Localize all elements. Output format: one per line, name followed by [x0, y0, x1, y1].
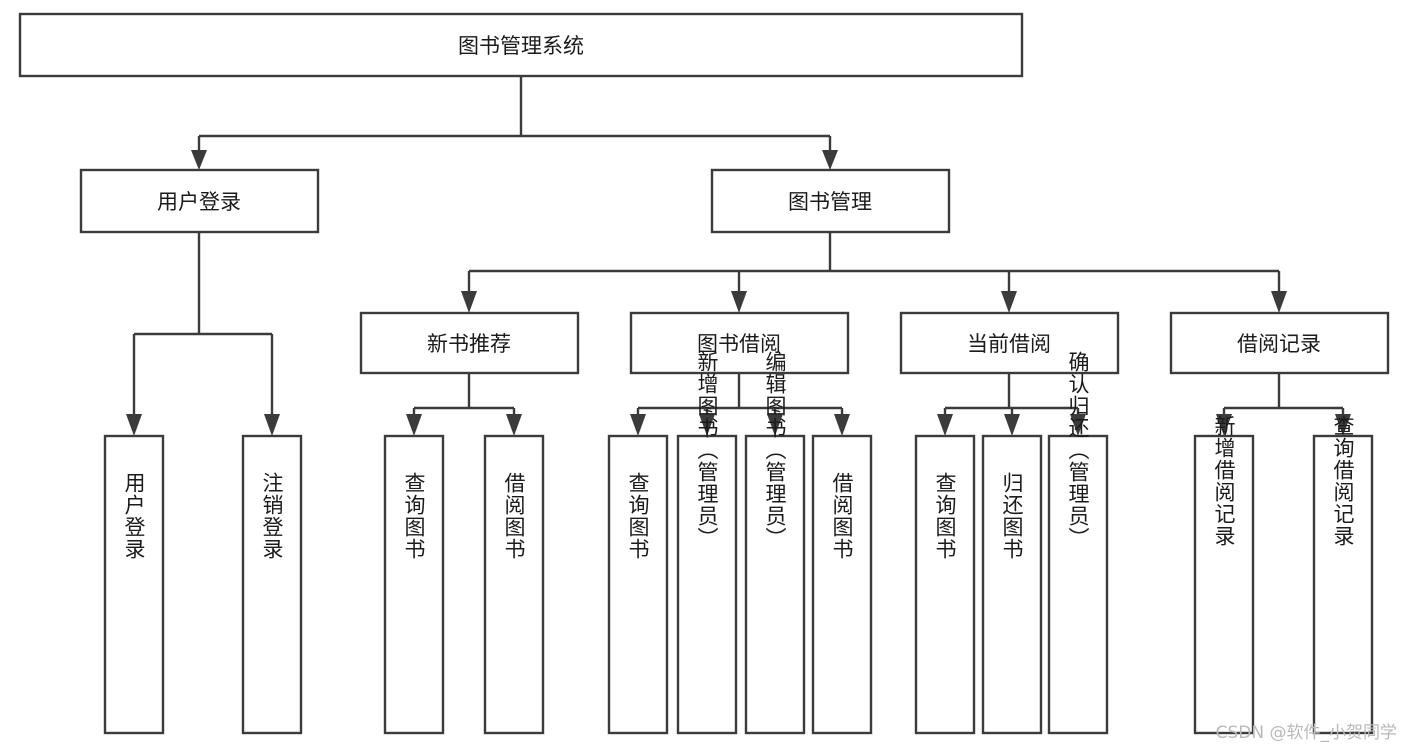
leaf-query-book-2-box[interactable] — [607, 434, 669, 735]
node-book-manage-box[interactable] — [710, 168, 951, 234]
leaf-query-book-3[interactable]: 查询图书 — [914, 434, 976, 735]
arrowhead-leaf-edit-book — [767, 414, 783, 436]
leaf-add-borrow-record-box[interactable] — [1193, 434, 1255, 735]
arrowhead-leaf-query-record — [1335, 414, 1351, 436]
csdn-watermark: CSDN @软件_小贺同学 — [1215, 723, 1397, 743]
leaf-edit-book[interactable]: 编辑图书（管理员） — [744, 351, 806, 735]
leaf-edit-book-box[interactable] — [744, 434, 806, 735]
leaf-query-book-1[interactable]: 查询图书 — [383, 434, 445, 735]
leaf-user-login[interactable]: 用户登录 — [103, 434, 165, 735]
leaf-query-book-2[interactable]: 查询图书 — [607, 434, 669, 735]
leaf-confirm-return-label: 确认归还（管理员） — [1066, 351, 1090, 549]
arrowhead-leaf-query-book-2 — [630, 414, 646, 436]
node-new-book-recommendation[interactable]: 新书推荐 — [359, 311, 580, 375]
leaf-return-book-label: 归还图书 — [1000, 472, 1024, 560]
node-borrow-record-box[interactable] — [1169, 311, 1390, 375]
leaf-query-borrow-record-label: 查询借阅记录 — [1331, 415, 1355, 547]
node-book-manage[interactable]: 图书管理 — [710, 168, 951, 234]
arrowhead-book-manage — [822, 150, 838, 170]
node-new-book-recommendation-label: 新书推荐 — [427, 332, 511, 356]
node-current-borrow-label: 当前借阅 — [967, 332, 1051, 356]
leaf-confirm-return[interactable]: 确认归还（管理员） — [1047, 351, 1109, 735]
leaf-return-book-box[interactable] — [981, 434, 1043, 735]
leaf-confirm-return-box[interactable] — [1047, 434, 1109, 735]
arrowhead-current-borrow — [1001, 291, 1017, 313]
node-current-borrow[interactable]: 当前借阅 — [899, 311, 1120, 375]
arrowhead-leaf-query-book-1 — [406, 414, 422, 436]
leaf-user-login-box[interactable] — [103, 434, 165, 735]
leaf-query-book-3-label: 查询图书 — [933, 472, 957, 560]
leaf-add-borrow-record-label: 新增借阅记录 — [1212, 415, 1236, 547]
node-borrow-record[interactable]: 借阅记录 — [1169, 311, 1390, 375]
arrowhead-leaf-query-book-3 — [937, 414, 953, 436]
leaf-borrow-book-1[interactable]: 借阅图书 — [483, 434, 545, 735]
arrowhead-leaf-add-book — [699, 414, 715, 436]
arrowhead-user-login — [191, 150, 207, 170]
leaf-query-book-3-box[interactable] — [914, 434, 976, 735]
node-root-box[interactable] — [18, 12, 1024, 78]
node-user-login-box[interactable] — [79, 168, 320, 234]
arrowhead-leaf-borrow-book-1 — [506, 414, 522, 436]
leaf-borrow-book-2-box[interactable] — [811, 434, 873, 735]
node-user-login-label: 用户登录 — [157, 190, 241, 214]
leaf-edit-book-label: 编辑图书（管理员） — [763, 351, 787, 549]
leaf-borrow-book-1-box[interactable] — [483, 434, 545, 735]
node-book-borrow-box[interactable] — [629, 311, 850, 375]
leaf-borrow-book-1-label: 借阅图书 — [502, 472, 526, 560]
node-borrow-record-label: 借阅记录 — [1237, 332, 1321, 356]
leaf-add-book[interactable]: 新增图书（管理员） — [676, 351, 738, 735]
leaf-borrow-book-2[interactable]: 借阅图书 — [811, 434, 873, 735]
node-root[interactable]: 图书管理系统 — [18, 12, 1024, 78]
node-current-borrow-box[interactable] — [899, 311, 1120, 375]
arrowhead-leaf-user-logout — [264, 414, 280, 436]
arrowhead-leaf-user-login — [126, 414, 142, 436]
arrowhead-book-borrow — [731, 291, 747, 313]
node-root-label: 图书管理系统 — [458, 34, 584, 58]
leaf-user-logout-box[interactable] — [241, 434, 303, 735]
node-book-borrow[interactable]: 图书借阅 — [629, 311, 850, 375]
node-book-borrow-label: 图书借阅 — [697, 332, 781, 356]
leaf-add-borrow-record[interactable]: 新增借阅记录 — [1193, 415, 1255, 735]
leaf-query-book-2-label: 查询图书 — [626, 472, 650, 560]
arrowhead-leaf-return-book — [1004, 414, 1020, 436]
leaf-user-login-label: 用户登录 — [122, 472, 146, 560]
arrowhead-borrow-record — [1271, 291, 1287, 313]
leaf-query-borrow-record[interactable]: 查询借阅记录 — [1312, 415, 1374, 735]
leaf-query-borrow-record-box[interactable] — [1312, 434, 1374, 735]
connector-layer — [126, 76, 1351, 436]
arrowhead-leaf-borrow-book-2 — [834, 414, 850, 436]
leaf-user-logout-label: 注销登录 — [260, 472, 284, 560]
arrowhead-leaf-confirm-return — [1070, 414, 1086, 436]
leaf-user-logout[interactable]: 注销登录 — [241, 434, 303, 735]
node-user-login[interactable]: 用户登录 — [79, 168, 320, 234]
leaf-query-book-1-label: 查询图书 — [402, 472, 426, 560]
leaf-add-book-box[interactable] — [676, 434, 738, 735]
node-book-manage-label: 图书管理 — [788, 190, 872, 214]
arrowhead-new-book-rec — [461, 291, 477, 313]
node-new-book-recommendation-box[interactable] — [359, 311, 580, 375]
arrowhead-leaf-add-record — [1216, 414, 1232, 436]
leaf-add-book-label: 新增图书（管理员） — [695, 351, 719, 549]
leaf-query-book-1-box[interactable] — [383, 434, 445, 735]
leaf-return-book[interactable]: 归还图书 — [981, 434, 1043, 735]
leaf-borrow-book-2-label: 借阅图书 — [830, 472, 854, 560]
